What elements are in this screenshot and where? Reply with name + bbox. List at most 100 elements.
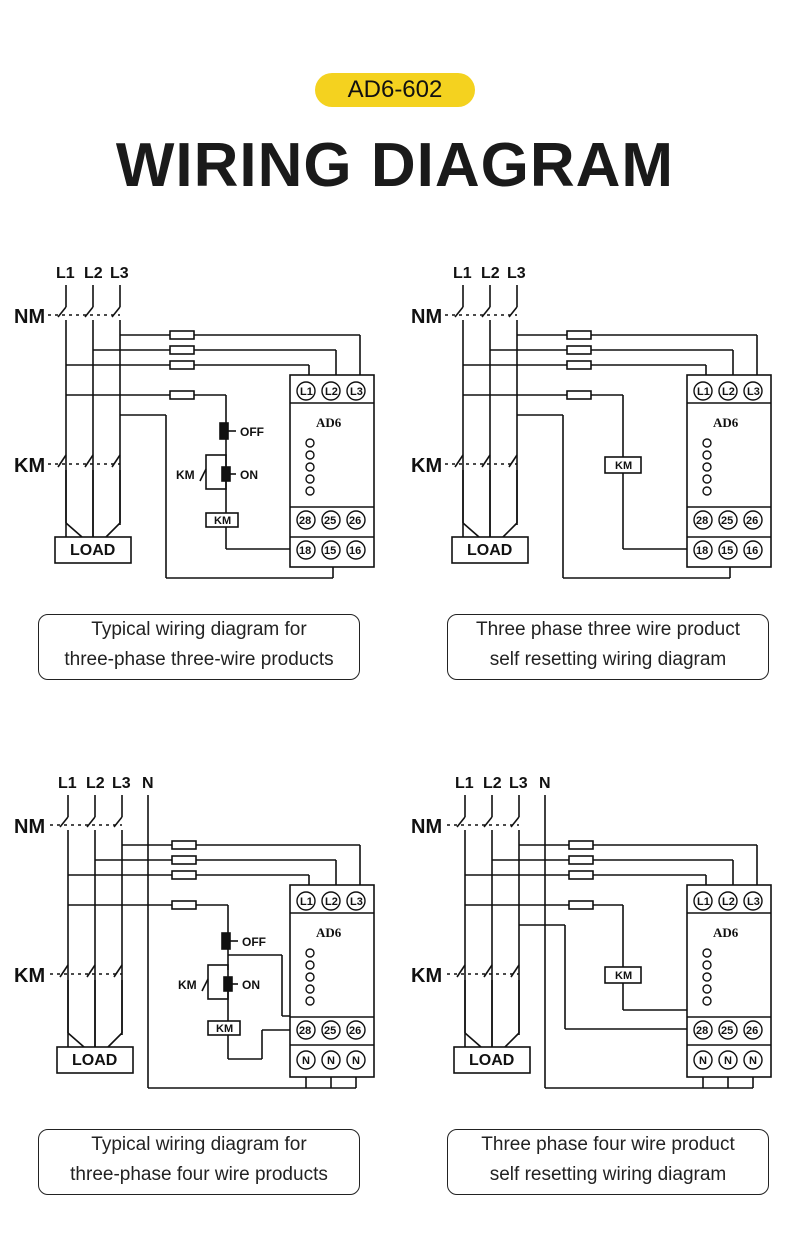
km-coil-label: KM [216,1023,233,1035]
terminal-16: 16 [349,545,361,557]
km-coil [604,456,642,474]
km-main-contacts [445,454,518,538]
device-label: AD6 [316,925,342,940]
off-button-label: OFF [240,425,264,439]
fuses [169,330,195,400]
terminal-n-1: N [699,1055,707,1067]
terminal-l3: L3 [747,896,760,908]
phase-label-l1: L1 [58,775,77,792]
phase-label-l3: L3 [110,265,129,282]
caption-line-1: Three phase three wire product [475,619,741,640]
caption-line-1: Typical wiring diagram for [91,1134,307,1155]
load-label: LOAD [70,542,115,559]
terminal-25: 25 [324,515,336,527]
phase-label-n: N [142,775,154,792]
load-box [453,1046,531,1074]
diagram-1-three-phase-three-wire: L1 L2 L3 NM KM LOAD OFF O [0,255,395,595]
model-badge: AD6-602 [315,73,475,107]
on-button-label: ON [242,978,260,992]
km-coil-label: KM [615,970,632,982]
control-circuit [199,395,306,550]
terminal-l1: L1 [300,386,313,398]
nm-breaker-label: NM [411,306,442,328]
terminal-26: 26 [349,1025,361,1037]
nm-switch-contacts [447,795,546,1088]
caption-diagram-2: Three phase three wire product self rese… [447,614,769,680]
phase-label-n: N [539,775,551,792]
feeder-wires [68,844,361,1089]
feeder-wires [463,334,758,579]
terminal-l2: L2 [325,386,338,398]
km-contactor-label: KM [14,965,45,987]
led-indicators [305,438,315,496]
terminal-15: 15 [721,545,733,557]
km-coil-label: KM [615,460,632,472]
terminal-18: 18 [299,545,311,557]
km-contactor-label: KM [411,455,442,477]
km-aux-contact-label: KM [178,978,197,992]
km-coil [604,966,642,984]
ad6-relay-body [289,374,375,568]
nm-breaker-label: NM [411,816,442,838]
load-box [56,1046,134,1074]
page-title: WIRING DIAGRAM [115,131,675,200]
nm-switch-contacts [48,285,121,545]
caption-line-2: three-phase four wire products [70,1164,328,1185]
phase-label-l1: L1 [453,265,472,282]
led-indicators [702,948,712,1006]
phase-label-l2: L2 [481,265,500,282]
km-main-contacts [447,964,520,1048]
terminal-l1: L1 [697,386,710,398]
km-main-contacts [50,964,123,1048]
caption-diagram-3: Typical wiring diagram for three-phase f… [38,1129,360,1195]
terminal-15: 15 [324,545,336,557]
terminal-n-2: N [327,1055,335,1067]
terminal-l3: L3 [747,386,760,398]
km-coil-label: KM [214,515,231,527]
terminal-n-1: N [302,1055,310,1067]
device-label: AD6 [316,415,342,430]
off-button-label: OFF [242,935,266,949]
terminal-28: 28 [696,515,708,527]
terminal-l1: L1 [697,896,710,908]
phase-label-l1: L1 [455,775,474,792]
fuses [566,330,592,400]
caption-diagram-1: Typical wiring diagram for three-phase t… [38,614,360,680]
km-contactor-label: KM [411,965,442,987]
device-label: AD6 [713,415,739,430]
caption-line-2: self resetting wiring diagram [489,1164,727,1185]
fuses [171,840,197,910]
load-label: LOAD [469,1052,514,1069]
terminal-26: 26 [746,1025,758,1037]
phase-label-l3: L3 [507,265,526,282]
caption-line-2: self resetting wiring diagram [489,649,727,670]
terminal-25: 25 [721,515,733,527]
load-label: LOAD [72,1052,117,1069]
diagram-4-three-phase-four-wire-self-reset: L1 L2 L3 N NM KM LOAD KM L1 L2 L3 AD [397,765,790,1105]
phase-label-l2: L2 [84,265,103,282]
nm-switch-contacts [50,795,149,1088]
load-box [54,536,132,564]
km-contactor-label: KM [14,455,45,477]
terminal-28: 28 [696,1025,708,1037]
terminal-16: 16 [746,545,758,557]
terminal-n-2: N [724,1055,732,1067]
terminal-26: 26 [349,515,361,527]
phase-label-l3: L3 [112,775,131,792]
phase-label-l2: L2 [483,775,502,792]
terminal-28: 28 [299,1025,311,1037]
diagram-2-three-phase-three-wire-self-reset: L1 L2 L3 NM KM LOAD KM L1 L2 L3 AD6 [397,255,790,595]
caption-diagram-4: Three phase four wire product self reset… [447,1129,769,1195]
phase-label-l2: L2 [86,775,105,792]
device-label: AD6 [713,925,739,940]
diagram-3-three-phase-four-wire: L1 L2 L3 N NM KM LOAD OFF ON [0,765,395,1105]
terminal-n-3: N [352,1055,360,1067]
nm-breaker-label: NM [14,306,45,328]
terminal-l2: L2 [722,896,735,908]
led-indicators [305,948,315,1006]
km-main-contacts [48,454,121,538]
nm-switch-contacts [445,285,518,545]
terminal-25: 25 [324,1025,336,1037]
on-button-label: ON [240,468,258,482]
load-box [451,536,529,564]
